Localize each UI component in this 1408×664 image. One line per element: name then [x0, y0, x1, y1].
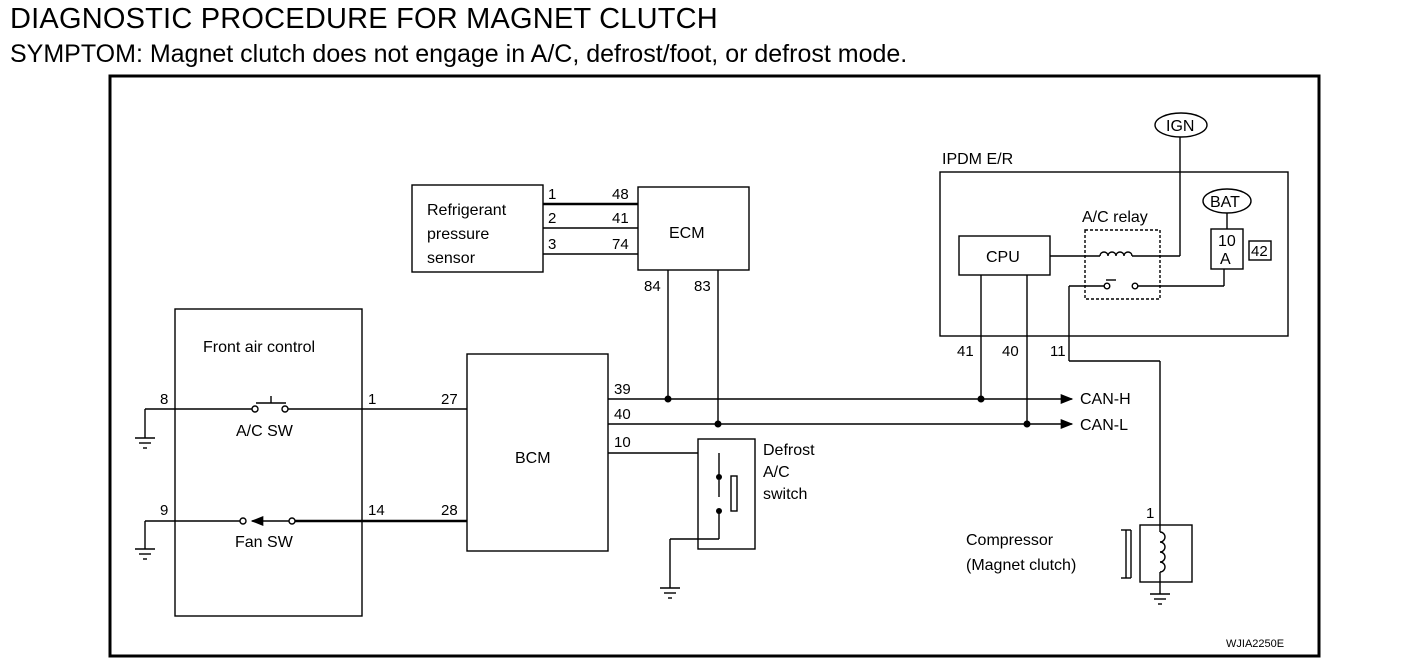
pin-sensor-3: 3: [548, 236, 556, 253]
pin-fac-8: 8: [160, 391, 168, 408]
bcm-label: BCM: [515, 450, 551, 467]
cpu-label: CPU: [986, 249, 1020, 266]
pin-ecm-83: 83: [694, 278, 711, 295]
compressor-label-1: Compressor: [966, 532, 1054, 549]
pin-bcm-28: 28: [441, 502, 458, 519]
ground-symbol-defrost: [660, 587, 680, 599]
pin-comp-1: 1: [1146, 505, 1154, 522]
pin-bcm-39: 39: [614, 381, 631, 398]
relay-contact-right: [1131, 282, 1139, 290]
figure-code: WJIA2250E: [1226, 638, 1284, 650]
bat-label: BAT: [1210, 194, 1240, 211]
clutch-plate-icon: [1121, 529, 1132, 579]
fuse-rating-2: A: [1220, 251, 1231, 268]
compressor-label-2: (Magnet clutch): [966, 557, 1076, 574]
ecm-box: [637, 186, 750, 271]
page-title: DIAGNOSTIC PROCEDURE FOR MAGNET CLUTCH: [10, 3, 718, 35]
refrigerant-sensor-label-3: sensor: [427, 250, 476, 267]
symptom-text: SYMPTOM: Magnet clutch does not engage i…: [10, 40, 908, 68]
fan-sw-label: Fan SW: [235, 534, 294, 551]
pin-ecm-41: 41: [612, 210, 629, 227]
defrost-label-3: switch: [763, 486, 807, 503]
defrost-contact-top: [716, 474, 722, 480]
ac-relay-label: A/C relay: [1082, 209, 1148, 226]
junction-ecm-can-l: [714, 420, 722, 428]
bat-oval: [1202, 188, 1252, 214]
ac-sw-contact-right: [281, 405, 289, 413]
ac-sw-label: A/C SW: [236, 423, 294, 440]
pin-fac-9: 9: [160, 502, 168, 519]
pin-fac-1: 1: [368, 391, 376, 408]
front-air-control-box: [174, 308, 363, 617]
pin-sensor-2: 2: [548, 210, 556, 227]
fan-sw-contact-right: [288, 517, 296, 525]
pin-ipdm-11: 11: [1050, 343, 1066, 360]
pin-ecm-74: 74: [612, 236, 629, 253]
fuse-number-box: [1248, 240, 1272, 261]
ac-relay-box: [1084, 229, 1161, 300]
pin-bcm-10: 10: [614, 434, 631, 451]
ecm-label: ECM: [669, 225, 705, 242]
compressor-box: [1139, 524, 1193, 583]
pin-sensor-1: 1: [548, 186, 556, 203]
cpu-box: [958, 235, 1051, 276]
defrost-switch-button: [730, 475, 738, 512]
front-air-control-label: Front air control: [203, 339, 315, 356]
refrigerant-sensor-label-1: Refrigerant: [427, 202, 507, 219]
ipdm-label: IPDM E/R: [942, 151, 1013, 168]
relay-coil: [1099, 251, 1133, 257]
fuse-rating-1: 10: [1218, 233, 1236, 250]
can-h-label: CAN-H: [1080, 391, 1131, 408]
defrost-label-2: A/C: [763, 464, 790, 481]
pin-fac-14: 14: [368, 502, 385, 519]
diagram-frame: [108, 74, 1321, 658]
refrigerant-sensor-box: [411, 184, 544, 273]
relay-contact-left: [1103, 282, 1111, 290]
ground-symbol-compressor: [1150, 593, 1170, 605]
defrost-switch-box: [697, 438, 756, 550]
pin-bcm-40: 40: [614, 406, 631, 423]
pin-ecm-48: 48: [612, 186, 629, 203]
fuse-number: 42: [1251, 243, 1268, 260]
pin-ipdm-41: 41: [957, 343, 974, 360]
pin-ecm-84: 84: [644, 278, 661, 295]
ground-symbol-8: [135, 437, 155, 449]
can-l-label: CAN-L: [1080, 417, 1128, 434]
compressor-coil: [1159, 531, 1166, 573]
bcm-box: [466, 353, 609, 552]
ign-label: IGN: [1166, 118, 1194, 135]
ac-sw-contact-left: [251, 405, 259, 413]
junction-ecm-can-h: [664, 395, 672, 403]
ground-symbol-9: [135, 548, 155, 560]
ign-oval: [1154, 112, 1208, 138]
defrost-label-1: Defrost: [763, 442, 815, 459]
pin-bcm-27: 27: [441, 391, 458, 408]
refrigerant-sensor-label-2: pressure: [427, 226, 489, 243]
fan-sw-contact-left: [239, 517, 247, 525]
pin-ipdm-40: 40: [1002, 343, 1019, 360]
